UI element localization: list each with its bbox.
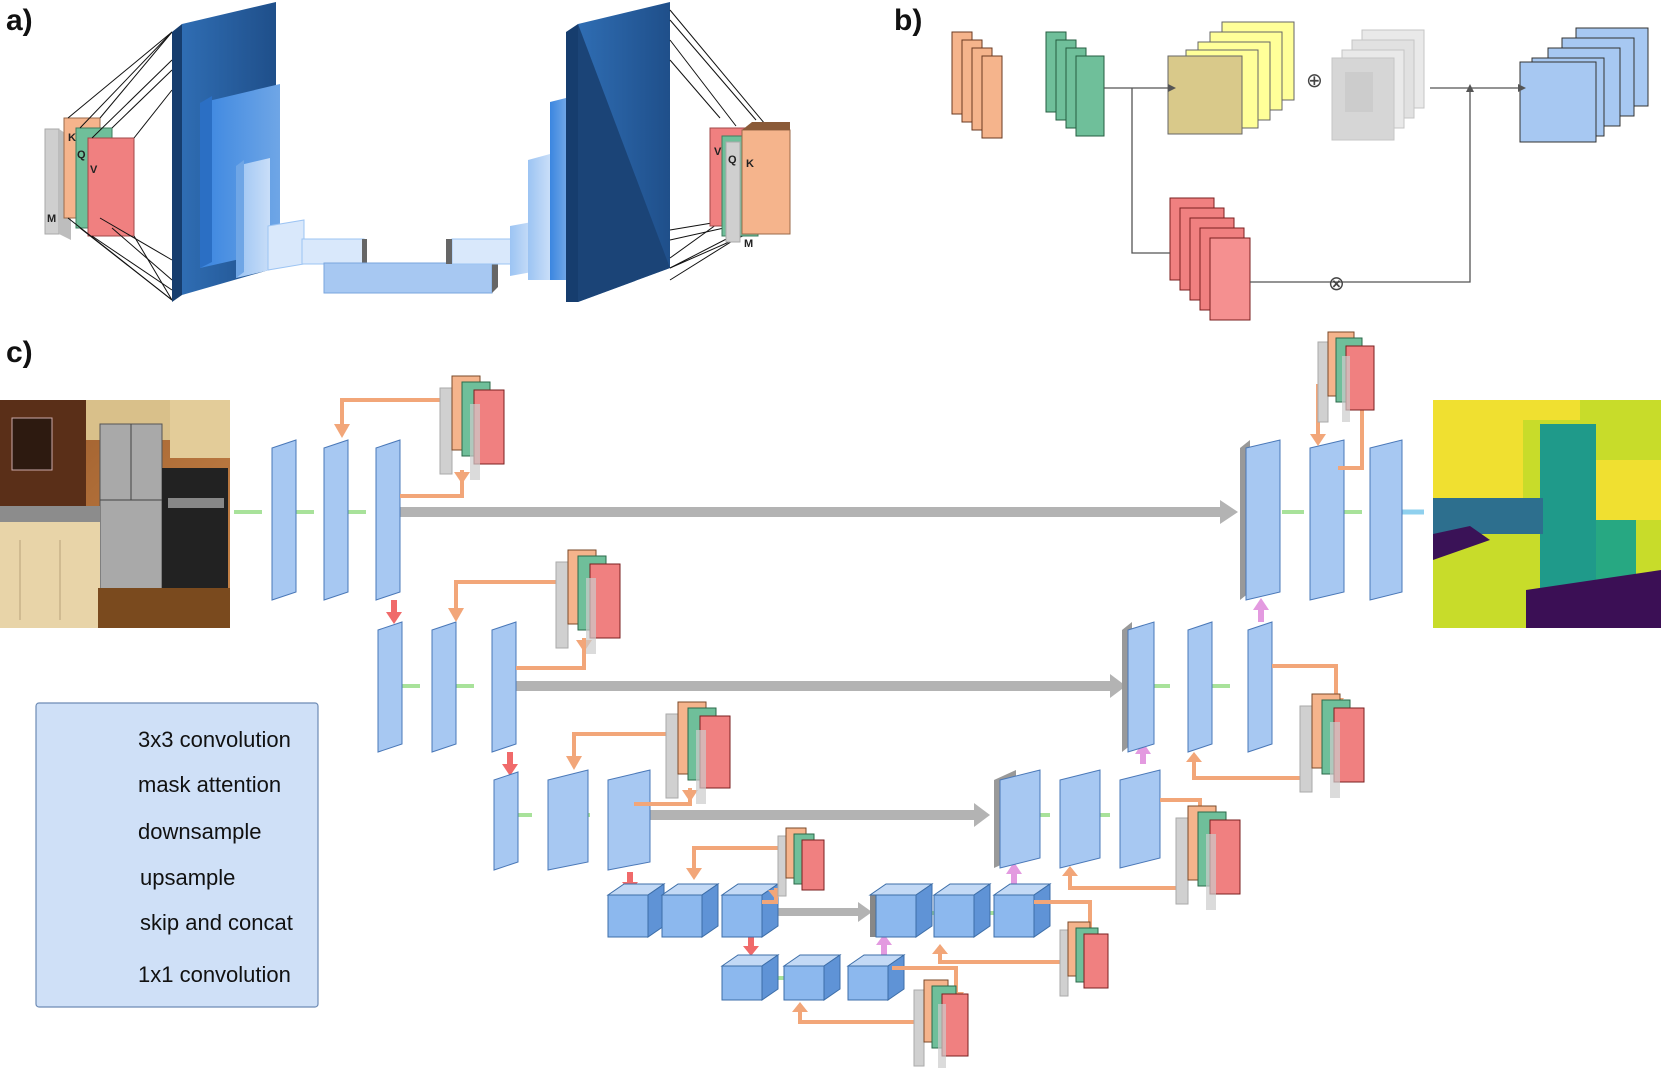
decoder-blocks [510, 2, 670, 302]
key-stack [951, 31, 1003, 139]
legend-box [35, 702, 319, 1008]
dec-l3-blocks [994, 769, 1161, 869]
attn-stack-l4-enc [777, 827, 825, 897]
legend-label-downsample: downsample [138, 819, 262, 844]
enc-l2-blocks [377, 621, 517, 753]
enc-m-label: M [47, 213, 56, 225]
legend-label-conv3: 3x3 convolution [138, 727, 291, 752]
bottleneck-blocks [720, 954, 906, 1001]
enc-l4-blocks [606, 883, 780, 938]
legend-label-conv1: 1x1 convolution [138, 962, 291, 987]
dec-q-label: Q [728, 154, 737, 166]
attn-stack-l4-dec [1059, 921, 1109, 997]
encoder-attention-stack: K Q V M [44, 117, 135, 240]
attention-score-stack [1167, 21, 1295, 135]
enc-q-label: Q [77, 149, 86, 161]
mask-stack [1331, 29, 1425, 141]
legend-label-skip: skip and concat [140, 910, 293, 935]
legend-item-conv3: 3x3 convolution [138, 727, 291, 752]
skip-arrows [400, 500, 1238, 922]
enc-v-label: V [90, 164, 98, 176]
attn-stack-l3-enc [665, 701, 731, 804]
multiply-operator: ⊗ [1328, 271, 1345, 295]
dec-l4-blocks [868, 883, 1052, 938]
enc-l3-blocks [493, 769, 651, 871]
input-image [0, 400, 230, 628]
decoder-connector-lines [669, 9, 771, 281]
encoder-blocks [172, 2, 513, 302]
attn-stack-l1-enc [439, 375, 505, 480]
panel-c-network: 3x3 convolution mask attention downsampl… [0, 331, 1661, 1068]
dec-v-label: V [714, 146, 722, 158]
upsample-arrows [876, 598, 1269, 955]
panel-b-attention: ⊕ [951, 21, 1649, 321]
attn-stack-bottleneck [913, 979, 969, 1068]
dec-m-label: M [744, 238, 753, 250]
enc-k-label: K [68, 132, 76, 144]
attn-stack-l2-enc [555, 549, 621, 654]
add-operator: ⊕ [1306, 68, 1323, 92]
legend-label-mask-attention: mask attention [138, 772, 281, 797]
panel-label-a: a) [6, 4, 33, 37]
legend-item-skip: skip and concat [140, 910, 293, 935]
legend-item-downsample: downsample [138, 819, 262, 844]
legend-item-mask-attention: mask attention [138, 772, 281, 797]
panel-a-unet: K Q V M [44, 2, 791, 302]
dec-l1-blocks [1240, 439, 1403, 601]
panel-label-b: b) [894, 4, 922, 37]
decoder-attention-stack: V Q K M [709, 122, 791, 250]
enc-l1-blocks [271, 439, 401, 601]
panel-b-arrowheads [1168, 84, 1526, 92]
legend-item-upsample: upsample [140, 865, 235, 890]
dec-k-label: K [746, 158, 754, 170]
attn-stack-l2-dec [1299, 693, 1365, 798]
legend: 3x3 convolution mask attention downsampl… [35, 702, 319, 1008]
value-stack [1169, 197, 1251, 321]
legend-label-upsample: upsample [140, 865, 235, 890]
dec-l2-blocks [1122, 621, 1273, 753]
output-stack [1519, 27, 1649, 143]
attn-stack-l1-dec [1317, 331, 1375, 423]
attn-stack-l3-dec [1175, 805, 1241, 910]
panel-label-c: c) [6, 336, 33, 369]
panel-b-connectors [1104, 87, 1518, 283]
encoder-connector-lines [67, 31, 173, 301]
query-stack [1045, 31, 1105, 137]
output-image [1433, 400, 1661, 628]
attention-stacks [439, 331, 1375, 1068]
legend-item-conv1: 1x1 convolution [138, 962, 291, 987]
